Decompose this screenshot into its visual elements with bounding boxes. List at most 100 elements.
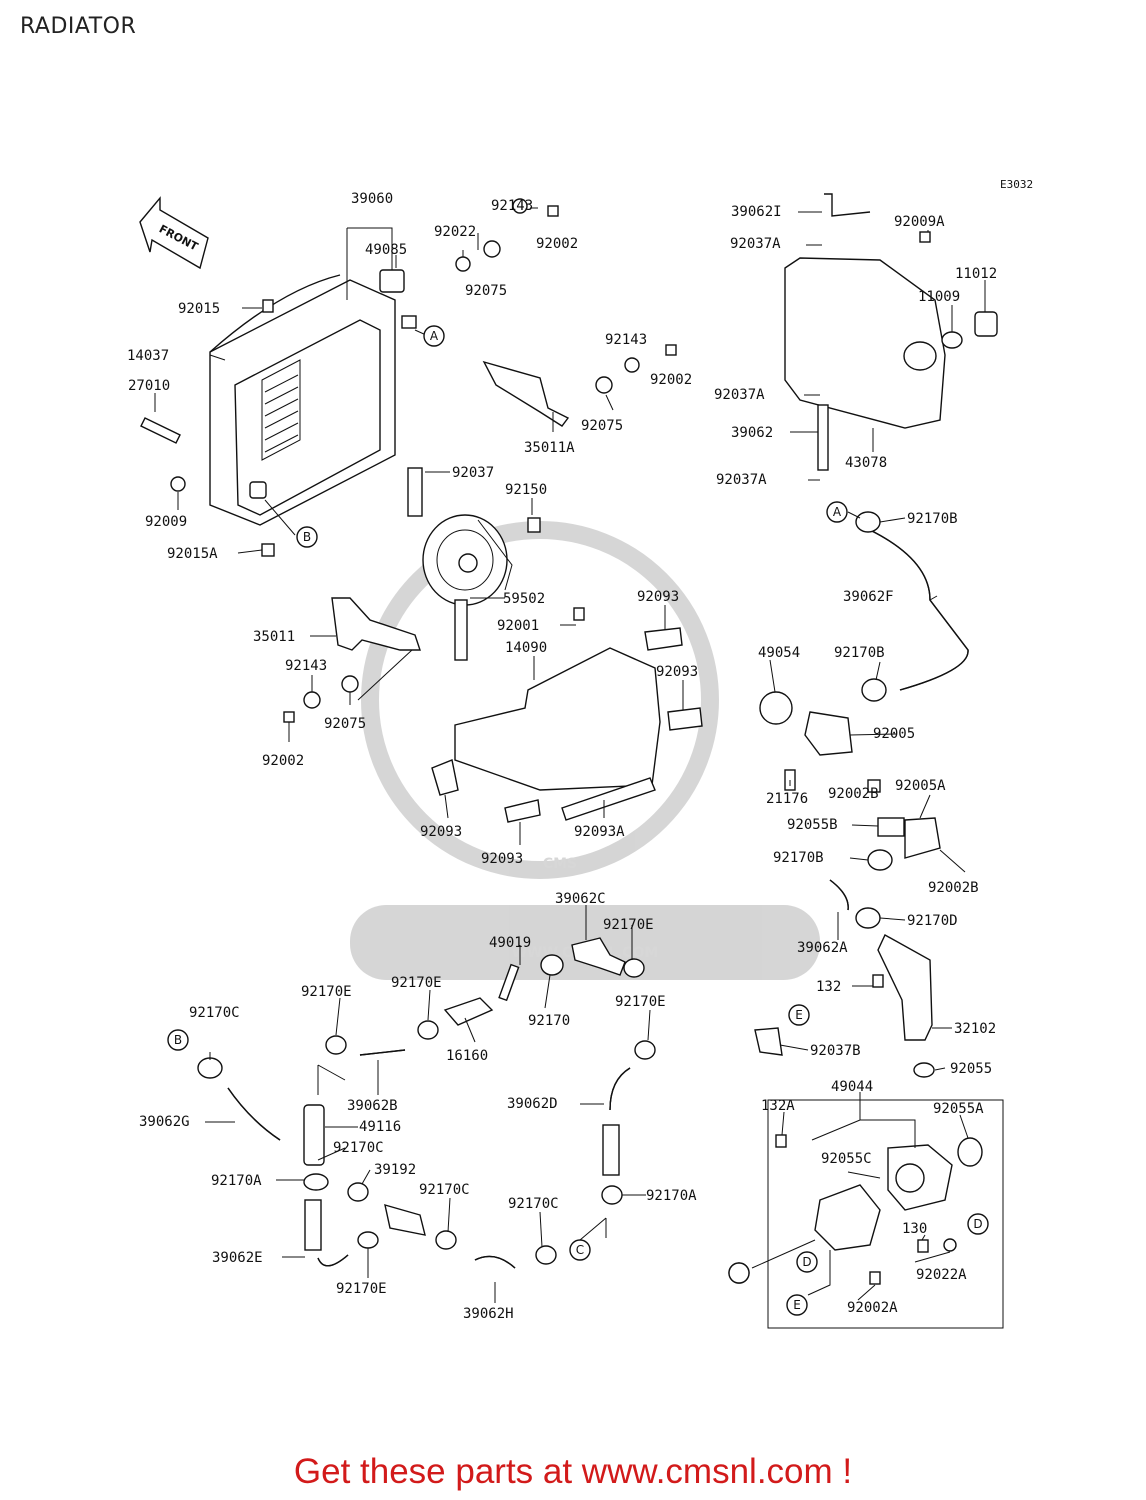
part-label: 132 xyxy=(816,979,841,995)
marker-c-icon xyxy=(728,1262,750,1284)
part-label: 92143 xyxy=(491,198,533,214)
svg-text:D: D xyxy=(973,1217,982,1231)
part-label: 92005A xyxy=(895,778,946,794)
part-label: 39060 xyxy=(351,191,393,207)
svg-text:C: C xyxy=(576,1243,584,1257)
part-label: 92037A xyxy=(730,236,781,252)
marker-b-icon: B xyxy=(167,1029,189,1051)
part-label: 92002 xyxy=(536,236,578,252)
part-label: 92170B xyxy=(834,645,885,661)
part-label: 39062A xyxy=(797,940,848,956)
part-label: 92037A xyxy=(716,472,767,488)
part-label: 39062C xyxy=(555,891,606,907)
part-label: 92093A xyxy=(574,824,625,840)
svg-text:D: D xyxy=(802,1255,811,1269)
part-label: 92055B xyxy=(787,817,838,833)
page-title: RADIATOR xyxy=(20,14,137,39)
part-label: 92093 xyxy=(637,589,679,605)
leader-lines xyxy=(154,207,986,1303)
part-label: 35011A xyxy=(524,440,575,456)
part-label: 39062I xyxy=(731,204,782,220)
marker-a-icon: A xyxy=(826,501,848,523)
lower-hoses-drawing xyxy=(197,937,656,1269)
reserve-tank-drawing xyxy=(784,193,998,471)
part-label: 92170E xyxy=(603,917,654,933)
water-pump-drawing xyxy=(767,1099,1004,1329)
marker-d-icon: D xyxy=(967,1213,989,1235)
part-label: 92170C xyxy=(333,1140,384,1156)
marker-a-icon: A xyxy=(423,325,445,347)
part-label: 59502 xyxy=(503,591,545,607)
part-label: 92170A xyxy=(646,1188,697,1204)
part-label: 14037 xyxy=(127,348,169,364)
part-label: 92170E xyxy=(301,984,352,1000)
part-label: 92170 xyxy=(528,1013,570,1029)
part-label: 27010 xyxy=(128,378,170,394)
part-label: 43078 xyxy=(845,455,887,471)
part-label: 39192 xyxy=(374,1162,416,1178)
part-label: 11009 xyxy=(918,289,960,305)
part-label: 49044 xyxy=(831,1079,873,1095)
svg-text:B: B xyxy=(174,1033,182,1047)
part-label: 92055 xyxy=(950,1061,992,1077)
fan-bracket-drawing xyxy=(283,597,421,723)
part-label: 92037 xyxy=(452,465,494,481)
part-label: 14090 xyxy=(505,640,547,656)
part-label: 92170E xyxy=(391,975,442,991)
part-label: 92002 xyxy=(262,753,304,769)
part-label: 130 xyxy=(902,1221,927,1237)
part-label: 35011 xyxy=(253,629,295,645)
diagram-code: E3032 xyxy=(1000,178,1033,191)
part-label: 39062G xyxy=(139,1114,190,1130)
part-label: 92143 xyxy=(605,332,647,348)
svg-text:B: B xyxy=(303,530,311,544)
part-label: 16160 xyxy=(446,1048,488,1064)
part-label: 92009A xyxy=(894,214,945,230)
part-label: 92150 xyxy=(505,482,547,498)
part-label: 92075 xyxy=(465,283,507,299)
part-label: 92055A xyxy=(933,1101,984,1117)
part-label: 92015 xyxy=(178,301,220,317)
right-hoses-drawing xyxy=(754,511,969,1078)
part-label: 92002 xyxy=(650,372,692,388)
footer-link[interactable]: Get these parts at www.cmsnl.com ! xyxy=(293,1452,853,1491)
part-label: 92075 xyxy=(324,716,366,732)
svg-text:E: E xyxy=(793,1298,801,1312)
part-label: 92093 xyxy=(656,664,698,680)
part-label: 92037A xyxy=(714,387,765,403)
part-label: 92093 xyxy=(481,851,523,867)
part-label: 92170B xyxy=(907,511,958,527)
part-label: 92170C xyxy=(419,1182,470,1198)
svg-text:A: A xyxy=(833,505,842,519)
front-arrow-icon: FRONT xyxy=(139,196,209,270)
part-label: 92170C xyxy=(189,1005,240,1021)
part-label: 49054 xyxy=(758,645,800,661)
part-label: 39062B xyxy=(347,1098,398,1114)
svg-text:A: A xyxy=(430,329,439,343)
part-label: 92170C xyxy=(508,1196,559,1212)
part-label: 11012 xyxy=(955,266,997,282)
part-label: 132A xyxy=(761,1098,795,1114)
part-label: 49116 xyxy=(359,1119,401,1135)
radiator-cover-drawing xyxy=(431,607,703,823)
part-label: 49019 xyxy=(489,935,531,951)
part-label: 39062H xyxy=(463,1306,514,1322)
part-label: 92002A xyxy=(847,1300,898,1316)
marker-b-icon: B xyxy=(296,526,318,548)
part-label: 92009 xyxy=(145,514,187,530)
part-label: 92170E xyxy=(615,994,666,1010)
marker-e-icon: E xyxy=(786,1294,808,1316)
part-label: 92037B xyxy=(810,1043,861,1059)
marker-d-icon: D xyxy=(796,1251,818,1273)
part-label: 39062D xyxy=(507,1096,558,1112)
part-label: 92002B xyxy=(928,880,979,896)
part-label: 92005 xyxy=(873,726,915,742)
reference-markers: A B A E C D E B C D xyxy=(167,325,989,1316)
part-label: 39062E xyxy=(212,1250,263,1266)
part-label: 92170D xyxy=(907,913,958,929)
part-label: 92143 xyxy=(285,658,327,674)
part-label: 92001 xyxy=(497,618,539,634)
part-label: 92015A xyxy=(167,546,218,562)
radiator-core-drawing xyxy=(140,269,417,557)
